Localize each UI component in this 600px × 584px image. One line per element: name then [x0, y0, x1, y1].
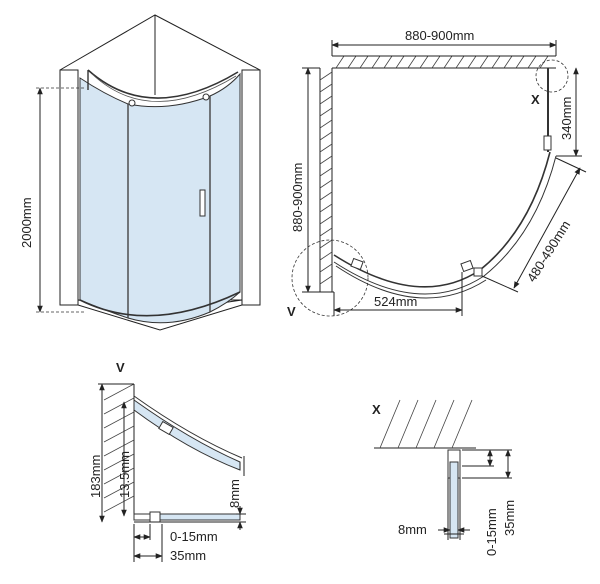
- detail-v-view: V 183mm 13.5mm 8mm: [88, 360, 246, 563]
- plan-width-label: 880-900mm: [405, 28, 474, 43]
- detail-v-marker: V: [287, 304, 296, 319]
- v-0-15-label: 0-15mm: [170, 529, 218, 544]
- v-13-5-label: 13.5mm: [117, 451, 132, 498]
- left-fixed-panel: [79, 77, 129, 319]
- door-handle: [199, 189, 206, 217]
- plan-view: 880-900mm 880-900mm 340mm 480-490mm 524m…: [287, 28, 587, 319]
- x-0-15-label: 0-15mm: [484, 508, 499, 556]
- x-35-label: 35mm: [502, 500, 517, 536]
- v-8-label: 8mm: [227, 479, 242, 508]
- sliding-door-panel: [127, 95, 211, 324]
- detail-x-circle: [535, 59, 569, 93]
- detail-x-marker: X: [531, 92, 540, 107]
- bottom-rail: [79, 291, 241, 317]
- door-opening-label: 480-490mm: [524, 218, 573, 285]
- bottom-width-label: 524mm: [374, 294, 417, 309]
- right-fixed-panel: [209, 72, 241, 313]
- detail-v-glass: [133, 399, 241, 471]
- height-label: 2000mm: [19, 197, 34, 248]
- roller-wheel: [128, 99, 136, 107]
- plan-depth-label: 880-900mm: [290, 163, 305, 232]
- left-wall-thickness: [59, 69, 79, 306]
- x-8-label: 8mm: [398, 522, 427, 537]
- right-wall-thickness: [241, 69, 261, 306]
- side-return-label: 340mm: [559, 97, 574, 140]
- roller-wheel: [202, 93, 210, 101]
- perspective-view: 2000mm: [19, 14, 261, 331]
- detail-x-view: X 0-15mm 35mm 8mm: [372, 399, 517, 556]
- detail-x-title: X: [372, 402, 381, 417]
- detail-v-title: V: [116, 360, 125, 375]
- detail-v-circle: [291, 239, 369, 317]
- v-35-label: 35mm: [170, 548, 206, 563]
- v-183-label: 183mm: [88, 455, 103, 498]
- detail-x-glass: [449, 461, 459, 539]
- top-rail: [87, 69, 239, 99]
